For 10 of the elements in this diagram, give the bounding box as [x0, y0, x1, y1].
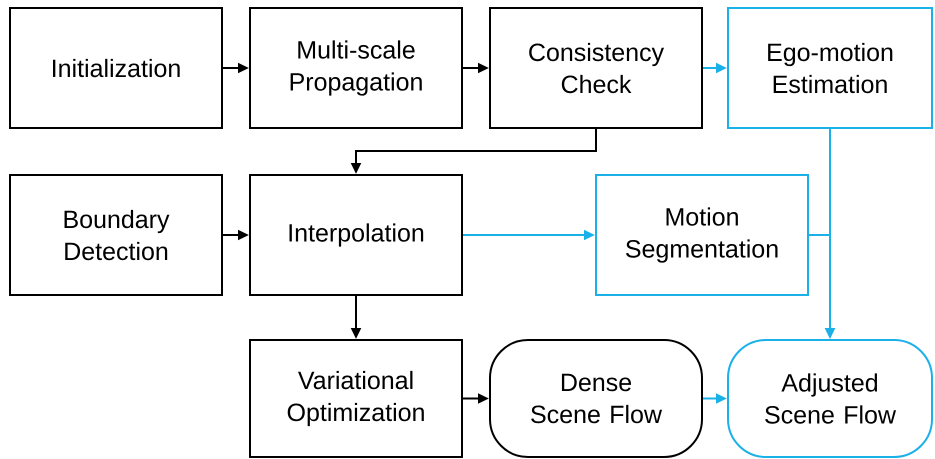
- process-box: Boundary Detection: [9, 174, 223, 296]
- process-box: Consistency Check: [489, 7, 703, 129]
- terminal-box: Dense Scene Flow: [489, 339, 703, 458]
- process-box: Variational Optimization: [249, 339, 463, 458]
- terminal-box: Adjusted Scene Flow: [727, 339, 933, 458]
- process-box: Interpolation: [249, 174, 463, 296]
- process-box: Ego-motion Estimation: [727, 7, 933, 129]
- process-box: Motion Segmentation: [595, 174, 809, 296]
- process-box: Initialization: [9, 7, 223, 129]
- process-box: Multi-scale Propagation: [249, 7, 463, 129]
